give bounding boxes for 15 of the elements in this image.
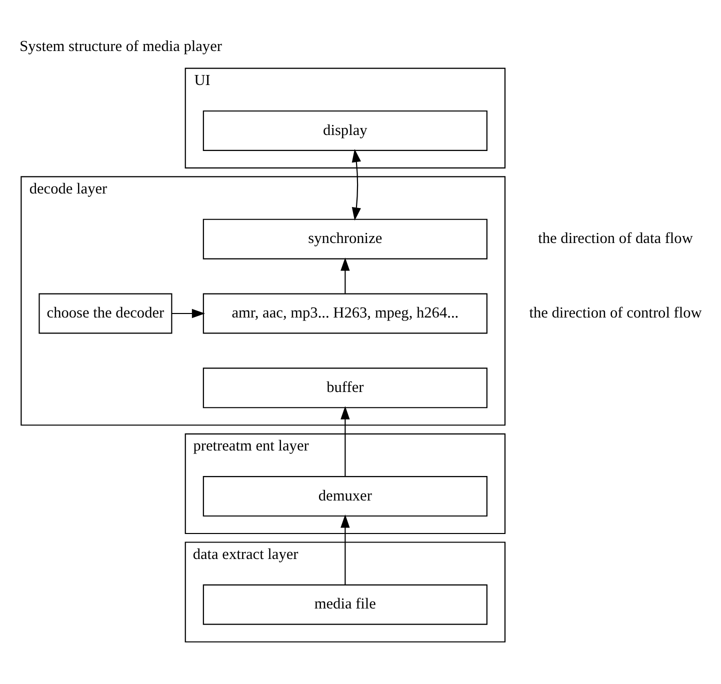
arrow bbox=[172, 308, 206, 318]
legend-label: the direction of data flow bbox=[538, 230, 693, 247]
node-box: choose the decoder bbox=[38, 292, 172, 334]
arrow bbox=[340, 257, 350, 293]
diagram-title: System structure of media player bbox=[20, 38, 222, 55]
node-box: synchronize bbox=[202, 218, 488, 259]
node-box: amr, aac, mp3... H263, mpeg, h264... bbox=[202, 292, 488, 334]
node-box: display bbox=[202, 110, 488, 150]
node-box: demuxer bbox=[202, 476, 488, 516]
arrow bbox=[352, 148, 361, 220]
arrow bbox=[340, 514, 350, 584]
node-box: media file bbox=[202, 584, 488, 624]
node-box: buffer bbox=[202, 367, 488, 408]
arrow bbox=[340, 406, 350, 476]
legend-label: the direction of control flow bbox=[529, 304, 702, 322]
